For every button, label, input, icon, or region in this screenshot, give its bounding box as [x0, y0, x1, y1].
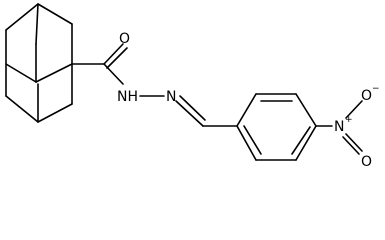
- imine-nitrogen-label: N: [166, 89, 176, 105]
- bond: [295, 93, 317, 127]
- bond: [5, 3, 39, 31]
- nitro-oxygen-double-label: O: [361, 154, 372, 170]
- bond: [236, 125, 257, 161]
- bond: [106, 47, 128, 69]
- bond: [236, 93, 257, 127]
- amide-nh-label: NH: [117, 89, 138, 105]
- bond: [103, 43, 124, 65]
- bond: [37, 3, 73, 25]
- bond: [175, 100, 204, 127]
- bond: [345, 100, 363, 119]
- nitro-nitrogen-charge: +: [345, 115, 353, 125]
- molecule-canvas: O NH N N + O − O: [5, 3, 380, 170]
- bond: [103, 63, 124, 85]
- bond: [35, 63, 73, 83]
- bond: [295, 125, 317, 161]
- bond: [37, 103, 73, 123]
- bond: [5, 63, 37, 83]
- bond: [291, 126, 311, 155]
- bond: [35, 3, 39, 45]
- nitro-oxygen-charge: −: [372, 84, 380, 94]
- bond: [179, 95, 206, 121]
- carbonyl-oxygen-label: O: [119, 31, 130, 47]
- bond: [5, 95, 39, 123]
- benzene-ring: [236, 93, 317, 161]
- bond: [345, 133, 363, 152]
- nitro-nitrogen-label: N: [334, 119, 344, 135]
- bond: [243, 125, 262, 155]
- adamantane-cage: [5, 3, 73, 123]
- nitro-oxygen-single-label: O: [361, 88, 372, 104]
- molecule-structure: O NH N N + O − O: [5, 3, 380, 170]
- bond: [342, 136, 360, 155]
